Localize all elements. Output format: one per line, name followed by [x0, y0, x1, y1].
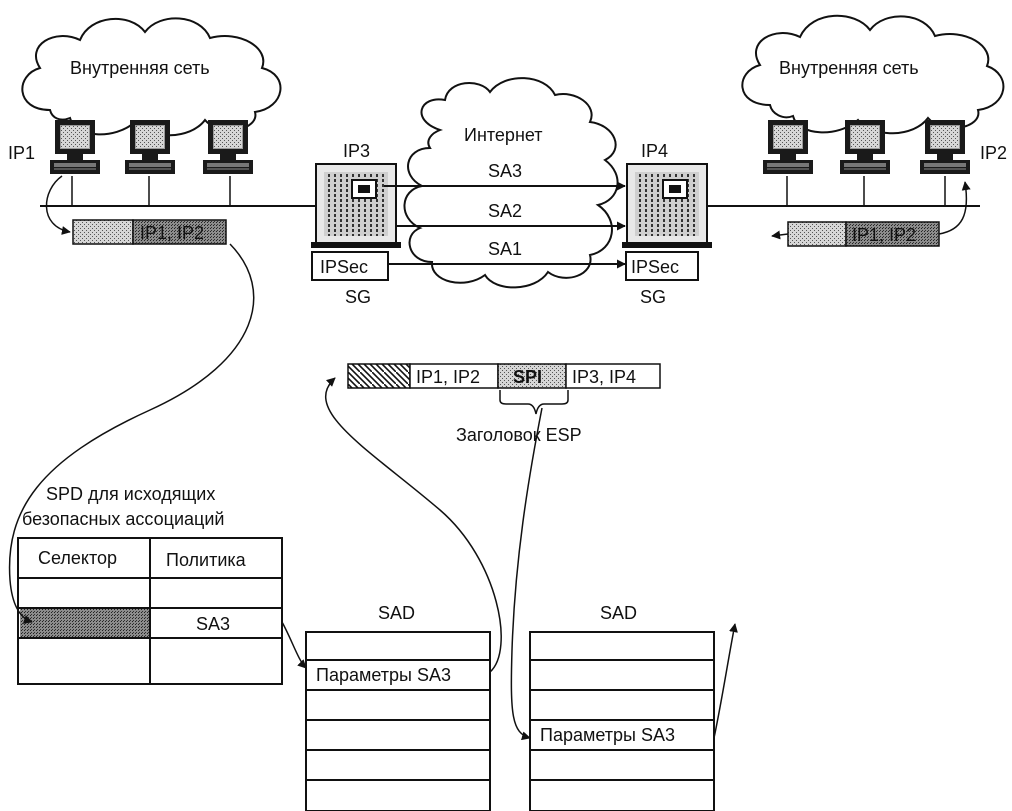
packet-to-spd-arrow	[8, 243, 255, 624]
right-host-2-computer-icon	[840, 120, 890, 174]
sad-left-entry: Параметры SA3	[316, 665, 451, 685]
tunnel-packet-spi: SPI	[513, 367, 542, 387]
left-host-2-computer-icon	[125, 120, 175, 174]
sg-right-label: SG	[640, 287, 666, 307]
gateway-ip4-label: IP4	[641, 141, 668, 161]
packet-right-payload	[787, 221, 847, 247]
sad-right-entry: Параметры SA3	[540, 725, 675, 745]
sad-left-table	[305, 631, 491, 811]
sad-right-out-arrow	[713, 623, 738, 739]
tunnel-packet-spi-box	[497, 363, 567, 389]
gateway-ip4-server-icon	[621, 163, 713, 249]
spd-selector-match-cell	[20, 609, 149, 637]
sad-right-table	[529, 631, 715, 811]
esp-caption: Заголовок ESP	[456, 425, 582, 445]
spd-col-selector: Селектор	[38, 548, 117, 568]
tunnel-packet-outer-box	[565, 363, 661, 389]
host-to-packet-arrow	[45, 175, 71, 235]
internet-cloud	[403, 77, 619, 289]
packet-left-header: IP1, IP2	[140, 223, 204, 243]
sad-left-title: SAD	[378, 603, 415, 623]
left-host-ip1-computer-icon	[50, 120, 100, 174]
right-host-ip2-computer-icon	[920, 120, 970, 174]
packet-right-direction-arrow	[771, 230, 789, 240]
sad-right-title: SAD	[600, 603, 637, 623]
spd-to-sad-arrow	[281, 621, 307, 669]
spd-policy-value: SA3	[196, 614, 230, 634]
packet-to-host-arrow	[938, 181, 971, 235]
packet-right-header: IP1, IP2	[852, 225, 916, 245]
ipsec-module-left	[311, 251, 389, 281]
ipsec-module-left-label: IPSec	[320, 257, 368, 277]
sad-to-tunnel-packet-arrow	[325, 377, 502, 673]
tunnel-packet-inner: IP1, IP2	[416, 367, 480, 387]
gateway-ip3-server-icon	[310, 163, 402, 249]
packet-left-payload	[72, 219, 134, 245]
packet-left-header-box	[132, 219, 227, 245]
right-host-1-computer-icon	[763, 120, 813, 174]
internet-label: Интернет	[464, 125, 543, 145]
spd-caption-line1: SPD для исходящих	[46, 484, 215, 504]
left-network-cloud	[21, 17, 282, 137]
tunnel-sa3-label: SA3	[488, 161, 522, 181]
tunnel-sa2-label: SA2	[488, 201, 522, 221]
esp-brace	[499, 390, 569, 415]
spd-caption-line2: безопасных ассоциаций	[22, 509, 224, 529]
tunnel-packet-payload	[347, 363, 411, 389]
tunnel-sa1-label: SA1	[488, 239, 522, 259]
right-network-label: Внутренняя сеть	[779, 58, 919, 78]
tunnel-packet-outer: IP3, IP4	[572, 367, 636, 387]
esp-to-sad-arrow	[510, 407, 543, 741]
host-ip1-label: IP1	[8, 143, 35, 163]
spd-col-policy: Политика	[166, 550, 247, 570]
gateway-ip3-label: IP3	[343, 141, 370, 161]
ipsec-module-right	[625, 251, 699, 281]
ipsec-module-right-label: IPSec	[631, 257, 679, 277]
left-network-label: Внутренняя сеть	[70, 58, 210, 78]
left-host-3-computer-icon	[203, 120, 253, 174]
host-ip2-label: IP2	[980, 143, 1007, 163]
sg-left-label: SG	[345, 287, 371, 307]
